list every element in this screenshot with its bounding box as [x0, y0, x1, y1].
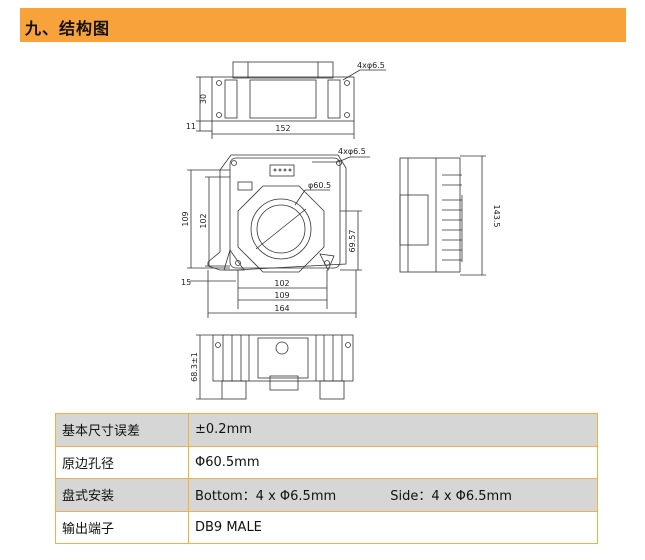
table-row: 基本尺寸误差 ±0.2mm — [55, 413, 598, 447]
spec-key: 原边孔径 — [55, 445, 189, 479]
side-height-label: 143.5 — [492, 205, 501, 228]
spec-table: 基本尺寸误差 ±0.2mm 原边孔径 Φ60.5mm 盘式安装 Bottom：4… — [55, 413, 598, 544]
top-width-label: 152 — [275, 124, 290, 133]
bottom-mount-value: Bottom：4 x Φ6.5mm — [195, 489, 337, 505]
side-mount-value: Side：4 x Φ6.5mm — [390, 489, 512, 505]
top-view — [196, 61, 386, 139]
table-row: 输出端子 DB9 MALE — [55, 510, 598, 544]
table-row: 原边孔径 Φ60.5mm — [55, 445, 598, 479]
table-row: 盘式安装 Bottom：4 x Φ6.5mm Side：4 x Φ6.5mm — [55, 478, 598, 512]
top-height-label: 30 — [199, 94, 208, 104]
spec-key: 输出端子 — [55, 510, 189, 544]
top-holes-label: 4xφ6.5 — [357, 61, 385, 70]
bottom-height-label: 68.3±1 — [190, 352, 199, 382]
inner-width-label: 102 — [274, 279, 289, 288]
top-flange-label: 11 — [186, 122, 196, 131]
spec-key: 盘式安装 — [55, 478, 189, 512]
spec-key: 基本尺寸误差 — [55, 413, 189, 447]
aperture-label: φ60.5 — [308, 181, 331, 190]
base-label: 15 — [181, 278, 191, 287]
spec-value: ±0.2mm — [188, 413, 598, 447]
overall-width-label: 164 — [274, 304, 289, 313]
front-holes-label: 4xφ6.5 — [338, 147, 366, 156]
spec-value: DB9 MALE — [188, 510, 598, 544]
front-view — [187, 154, 370, 318]
bottom-view — [196, 334, 354, 400]
side-view — [399, 155, 486, 276]
center-height-label: 69.57 — [348, 230, 357, 253]
outer-height-label: 109 — [181, 211, 190, 226]
mid-width-label: 109 — [274, 291, 289, 300]
section-title: 九、结构图 — [25, 19, 111, 38]
inner-height-label: 102 — [199, 213, 208, 228]
spec-value: Bottom：4 x Φ6.5mm Side：4 x Φ6.5mm — [188, 478, 598, 512]
spec-value: Φ60.5mm — [188, 445, 598, 479]
structure-drawing: 4xφ6.5 30 11 152 4xφ6.5 φ60.5 109 102 69… — [181, 61, 501, 400]
section-header: 九、结构图 — [20, 8, 626, 42]
